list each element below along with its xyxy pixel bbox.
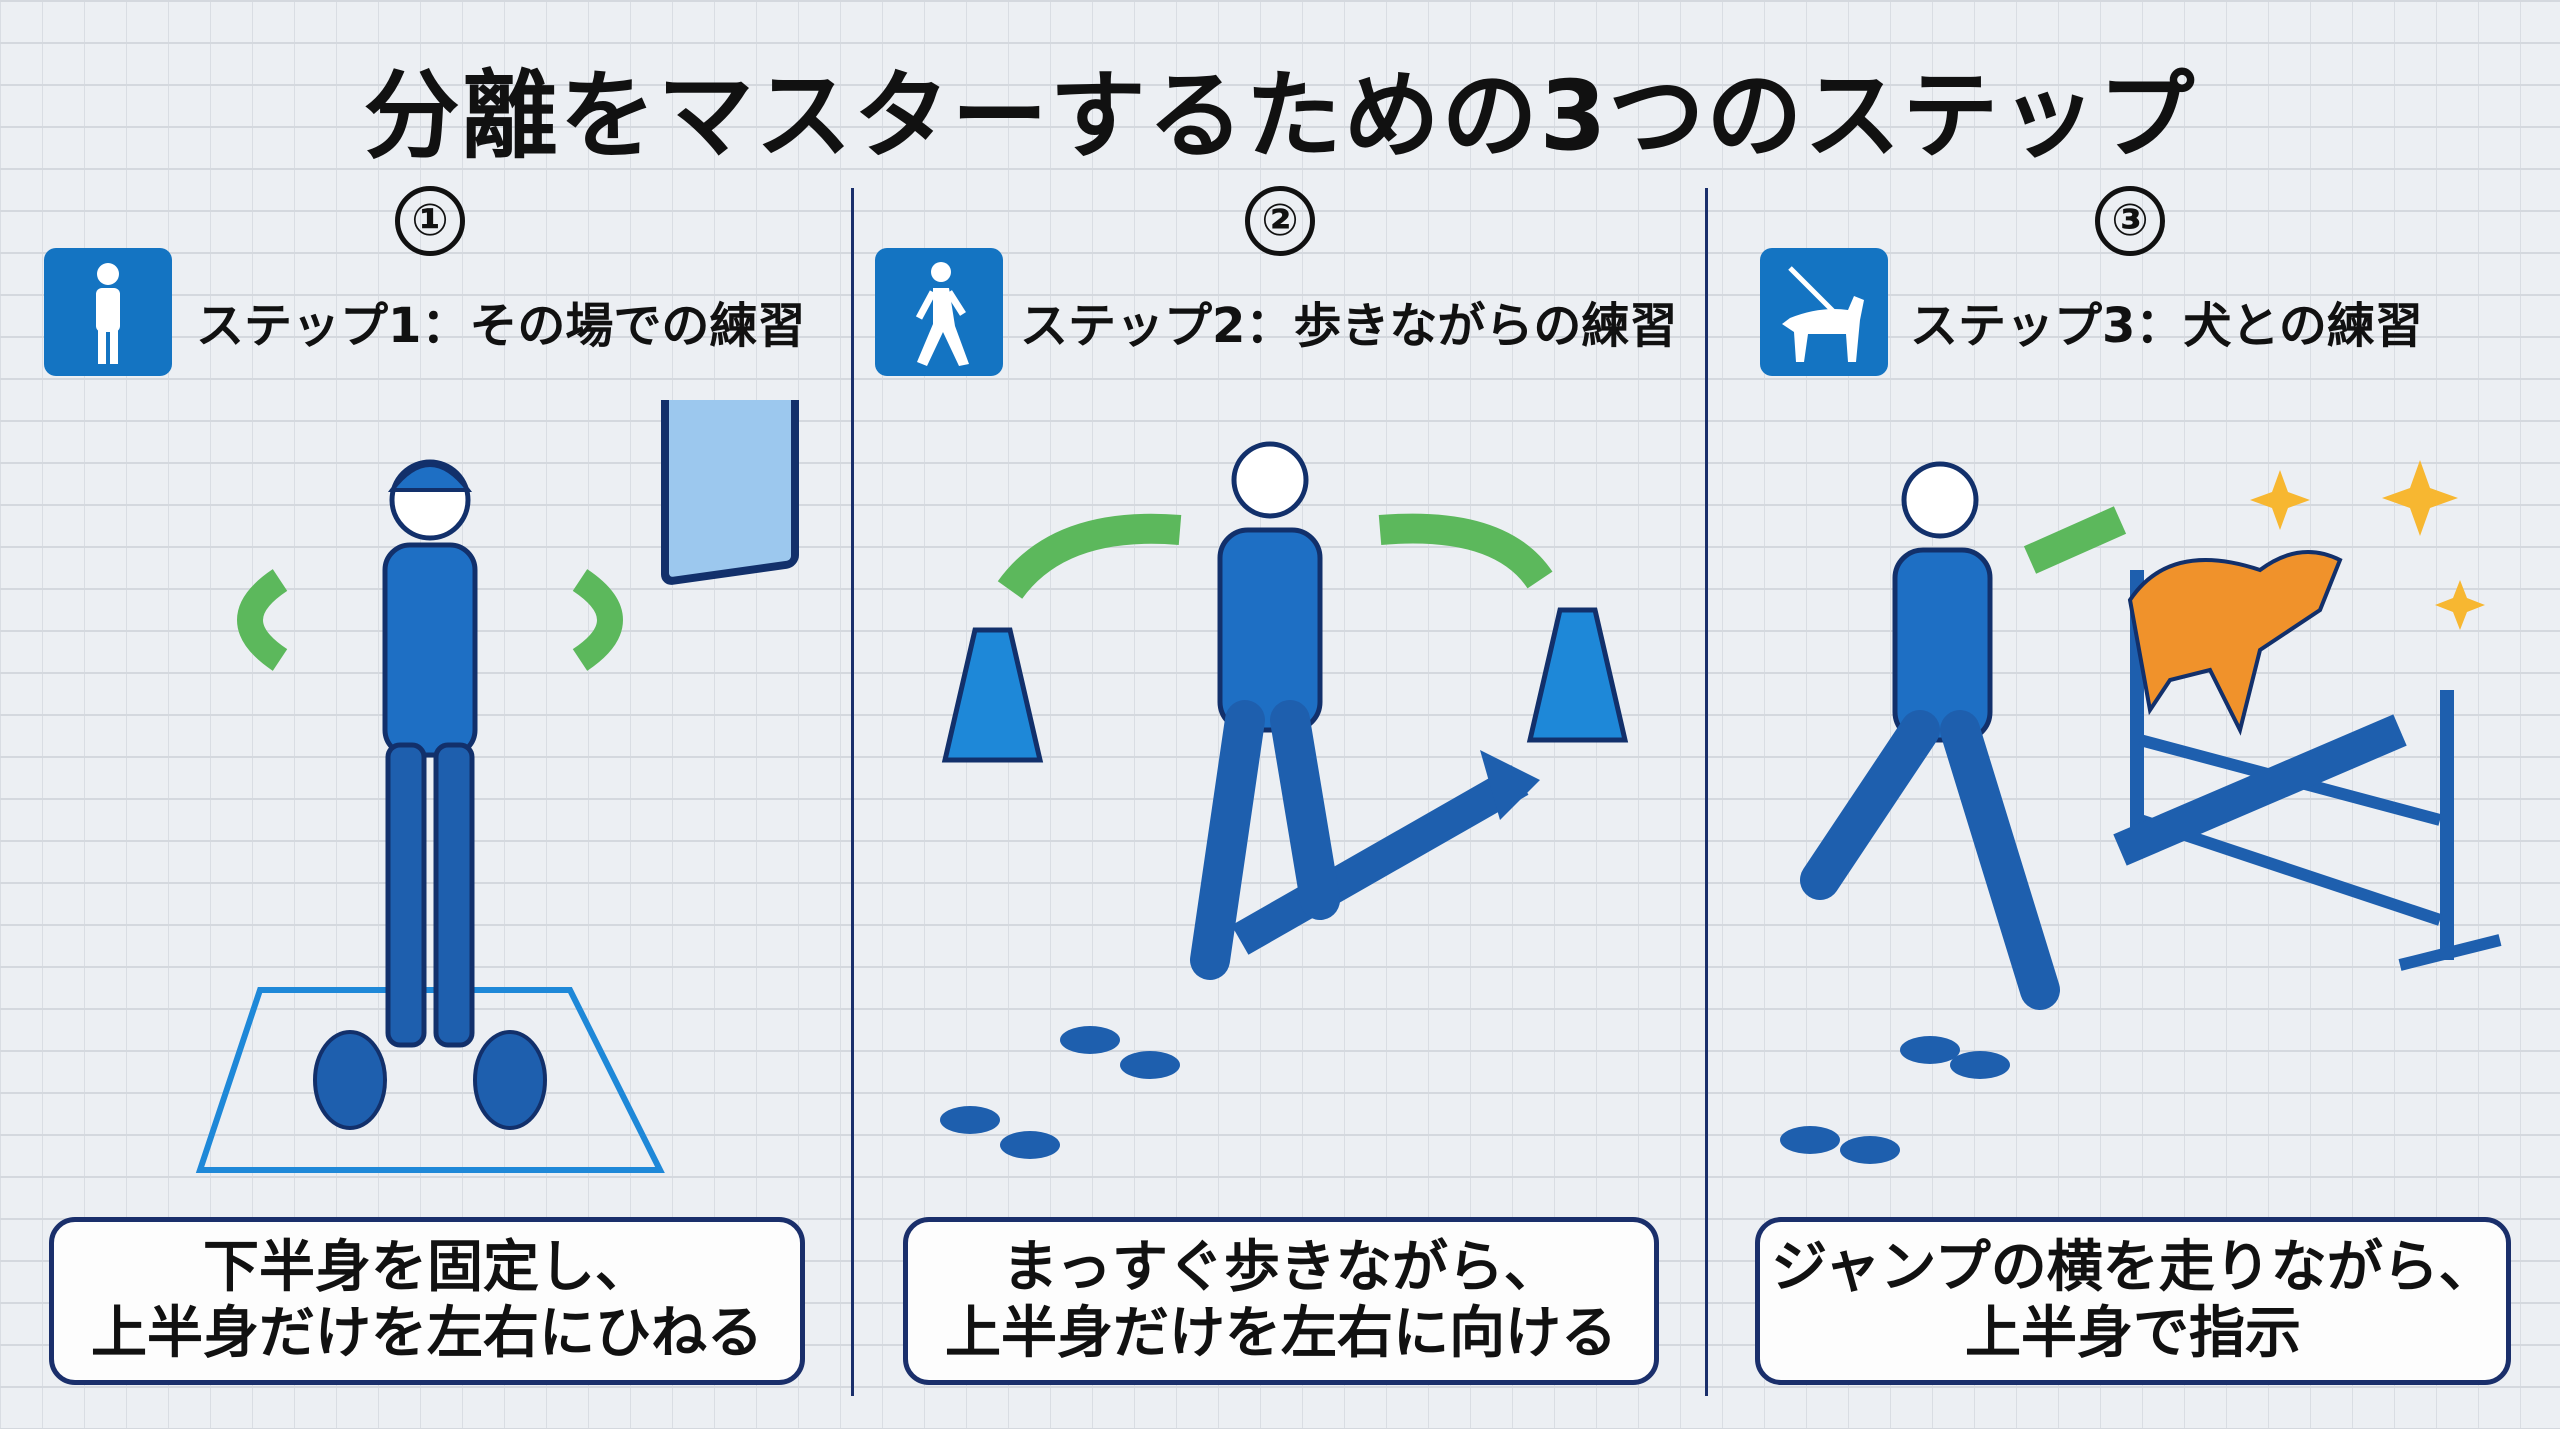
standing-twist-illustration bbox=[195, 400, 799, 1173]
caption-line: 上半身で指示 bbox=[1965, 1301, 2301, 1366]
step-caption: 下半身を固定し、 上半身だけを左右にひねる bbox=[49, 1217, 805, 1385]
divider bbox=[851, 188, 854, 1396]
step-number: ① bbox=[395, 186, 465, 256]
walking-illustration bbox=[940, 441, 1629, 1159]
caption-line: まっすぐ歩きながら、 bbox=[1002, 1235, 1560, 1300]
caption-line: 上半身だけを左右にひねる bbox=[91, 1301, 763, 1366]
step-heading: ステップ1：その場での練習 bbox=[196, 298, 806, 354]
walking-person-icon bbox=[875, 248, 1003, 376]
divider bbox=[1705, 188, 1708, 1396]
page-title: 分離をマスターするための3つのステップ bbox=[363, 60, 2197, 172]
step-heading: ステップ3：犬との練習 bbox=[1910, 298, 2423, 354]
step-number: ③ bbox=[2095, 186, 2165, 256]
person-with-dog-icon bbox=[1760, 248, 1888, 376]
caption-line: 上半身だけを左右に向ける bbox=[945, 1301, 1617, 1366]
caption-line: 下半身を固定し、 bbox=[203, 1235, 651, 1300]
step-caption: ジャンプの横を走りながら、 上半身で指示 bbox=[1755, 1217, 2511, 1385]
caption-line: ジャンプの横を走りながら、 bbox=[1771, 1235, 2495, 1300]
running-with-dog-illustration bbox=[1780, 460, 2502, 1164]
step-heading: ステップ2：歩きながらの練習 bbox=[1020, 298, 1678, 354]
step-number: ② bbox=[1245, 186, 1315, 256]
standing-person-icon bbox=[44, 248, 172, 376]
step-caption: まっすぐ歩きながら、 上半身だけを左右に向ける bbox=[903, 1217, 1659, 1385]
